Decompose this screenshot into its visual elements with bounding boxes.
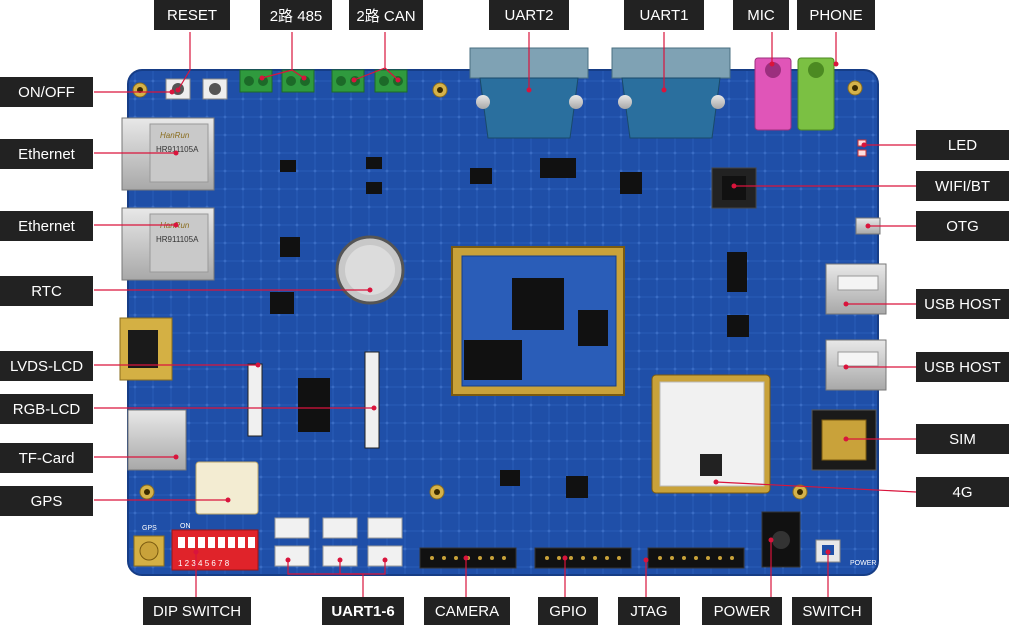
mic-jack	[754, 57, 792, 131]
ethernet-jacks: HanRun HR911105A HanRun HR911105A	[121, 117, 215, 281]
terminal-blocks	[239, 69, 408, 93]
label-mic: MIC	[733, 0, 789, 30]
label-can: 2路 CAN	[349, 0, 423, 30]
usb-port-icon	[825, 263, 887, 391]
label-dip-switch: DIP SWITCH	[143, 597, 251, 625]
leader-lines	[94, 32, 917, 597]
label-usb-host-2: USB HOST	[916, 352, 1009, 382]
label-sim: SIM	[916, 424, 1009, 454]
label-onoff: ON/OFF	[0, 77, 93, 107]
label-tf-card: TF-Card	[0, 443, 93, 473]
label-uart2: UART2	[489, 0, 569, 30]
label-ethernet-1: Ethernet	[0, 139, 93, 169]
tf-slot	[127, 409, 187, 471]
dip-nums: 1 2 3 4 5 6 7 8	[178, 559, 230, 568]
label-gpio: GPIO	[538, 597, 598, 625]
label-uart1-6: UART1-6	[322, 597, 404, 625]
label-rgb-lcd: RGB-LCD	[0, 394, 93, 424]
mounting-holes	[132, 80, 863, 500]
label-phone: PHONE	[797, 0, 875, 30]
uart-connectors	[274, 517, 403, 567]
phone-jack	[797, 57, 835, 131]
label-reset: RESET	[154, 0, 230, 30]
label-uart1: UART1	[624, 0, 704, 30]
label-gps: GPS	[0, 486, 93, 516]
label-rtc: RTC	[0, 276, 93, 306]
dip-on: ON	[180, 523, 191, 530]
label-usb-host-1: USB HOST	[916, 289, 1009, 319]
label-camera: CAMERA	[424, 597, 510, 625]
power-tag: POWER	[850, 560, 876, 567]
label-power: POWER	[702, 597, 782, 625]
label-rs485: 2路 485	[260, 0, 332, 30]
label-ethernet-2: Ethernet	[0, 211, 93, 241]
label-switch: SWITCH	[792, 597, 872, 625]
label-led: LED	[916, 130, 1009, 160]
label-otg: OTG	[916, 211, 1009, 241]
dip-switch	[171, 529, 259, 571]
ic-model-1: HR911105A	[156, 145, 199, 154]
label-4g: 4G	[916, 477, 1009, 507]
label-wifi-bt: WIFI/BT	[916, 171, 1009, 201]
label-lvds-lcd: LVDS-LCD	[0, 351, 93, 381]
label-jtag: JTAG	[618, 597, 680, 625]
ic-model-2: HR911105A	[156, 235, 199, 244]
ic-brand-1: HanRun	[160, 131, 190, 140]
gps-tag: GPS	[142, 525, 157, 532]
gps-module	[195, 461, 259, 515]
